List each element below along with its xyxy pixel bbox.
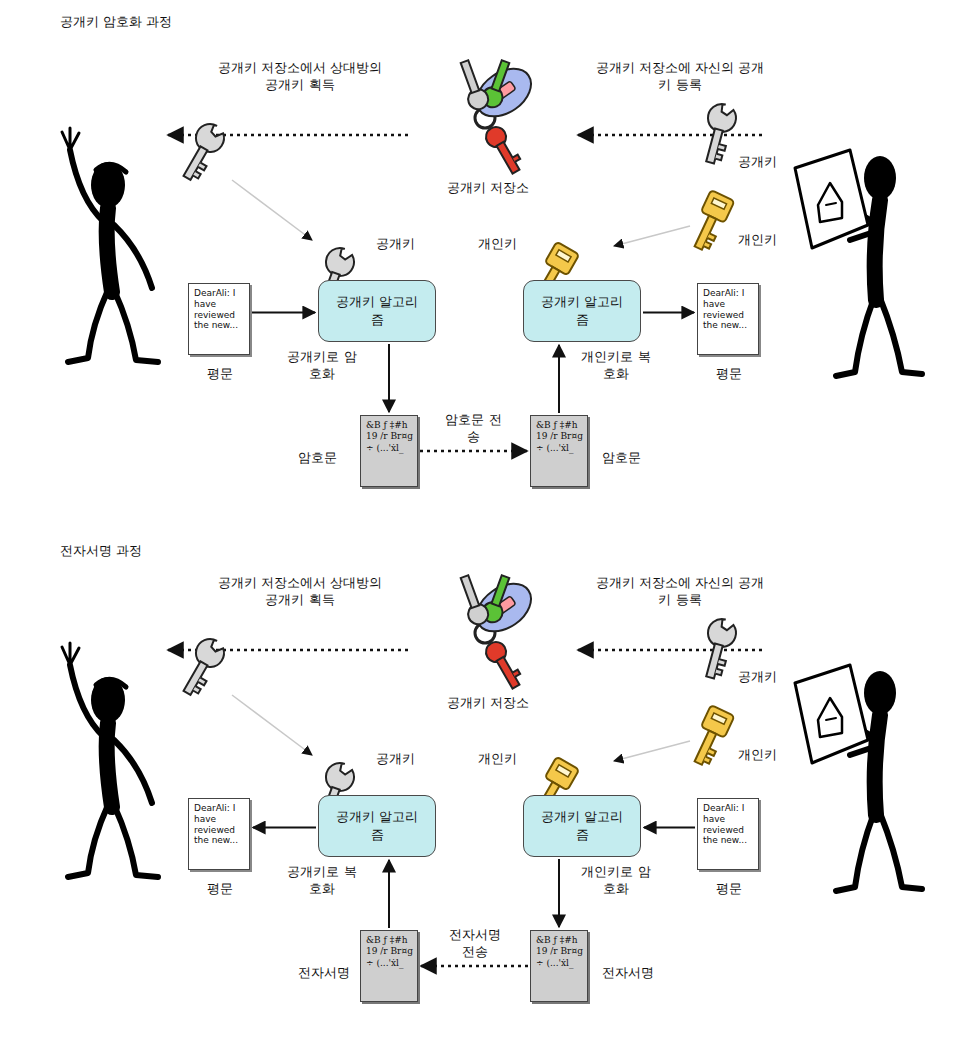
flow-arrow [388,860,390,928]
document-caption: 평문 [195,366,245,383]
key-label: 개인키 [478,751,517,768]
algorithm-box: 공개키 알고리즘 [318,280,436,342]
document-caption: 암호문 [602,450,641,467]
section-one-art [62,58,922,376]
key-label: 개인키 [738,232,777,249]
flow-arrow [643,312,694,314]
key-exchange [168,573,762,825]
document-caption: 평문 [704,881,754,898]
step-note: 공개키 저장소에서 상대방의 공개키 획득 [210,60,390,94]
node-text: &B ƒ ‡#h19 /r Br¤g ÷ (...'ẋl_ [536,935,583,969]
node-text: 공개키 알고리즘 [538,808,626,843]
ciphertext-document: &B ƒ ‡#h19 /r Br¤g ÷ (...'ẋl_ [360,415,418,487]
receiver-figure [795,150,922,376]
step-note: 공개키로 복호화 [286,864,358,898]
document-caption: 전자서명 [602,965,654,982]
flow-arrow [252,312,315,314]
algorithm-box: 공개키 알고리즘 [318,795,436,857]
node-text: DearAli: I have reviewed the new... [194,803,245,846]
store-label: 공개키 저장소 [428,695,548,712]
store-label: 공개키 저장소 [428,180,548,197]
ciphertext-document: &B ƒ ‡#h19 /r Br¤g ÷ (...'ẋl_ [360,930,418,1002]
step-note: 공개키 저장소에서 상대방의 공개키 획득 [210,575,390,609]
key-label: 공개키 [738,669,777,686]
flow-arrow [558,345,560,413]
node-text: 공개키 알고리즘 [333,293,421,328]
section-heading: 전자서명 과정 [60,543,142,560]
node-text: &B ƒ ‡#h19 /r Br¤g ÷ (...'ẋl_ [536,420,583,454]
flow-arrow [644,827,695,829]
flow-arrow [388,344,390,412]
plaintext-document: DearAli: I have reviewed the new... [188,283,250,355]
step-note: 공개키 저장소에 자신의 공개키 등록 [595,575,765,609]
flow-arrow [558,859,560,927]
plaintext-document: DearAli: I have reviewed the new... [697,798,759,870]
node-text: 공개키 알고리즘 [333,808,421,843]
ciphertext-document: &B ƒ ‡#h19 /r Br¤g ÷ (...'ẋl_ [530,930,588,1002]
document-caption: 평문 [195,881,245,898]
key-label: 공개키 [738,154,777,171]
transfer-arrow [420,450,527,453]
key-label: 공개키 [376,236,415,253]
document-caption: 암호문 [298,450,337,467]
key-label: 개인키 [738,747,777,764]
key-label: 공개키 [376,751,415,768]
ciphertext-document: &B ƒ ‡#h19 /r Br¤g ÷ (...'ẋl_ [530,415,588,487]
sender-figure [795,665,922,891]
step-note: 개인키로 복호화 [580,349,652,383]
transfer-arrow [421,965,528,968]
key-exchange [168,58,762,310]
step-note: 공개키로 암호화 [286,349,358,383]
transfer-label: 전자서명 전송 [443,927,507,961]
step-note: 공개키 저장소에 자신의 공개키 등록 [595,60,765,94]
algorithm-box: 공개키 알고리즘 [523,795,641,857]
node-text: 공개키 알고리즘 [538,293,626,328]
step-note: 개인키로 암호화 [580,864,652,898]
receiver-figure [62,643,158,877]
node-text: &B ƒ ‡#h19 /r Br¤g ÷ (...'ẋl_ [366,420,413,454]
document-caption: 전자서명 [298,965,350,982]
sender-figure [62,128,158,362]
transfer-label: 암호문 전송 [442,412,506,446]
document-caption: 평문 [704,366,754,383]
node-text: DearAli: I have reviewed the new... [703,803,754,846]
node-text: &B ƒ ‡#h19 /r Br¤g ÷ (...'ẋl_ [366,935,413,969]
algorithm-box: 공개키 알고리즘 [523,280,641,342]
key-label: 개인키 [478,236,517,253]
plaintext-document: DearAli: I have reviewed the new... [188,798,250,870]
node-text: DearAli: I have reviewed the new... [194,288,245,331]
section-heading: 공개키 암호화 과정 [60,14,172,31]
section-two-art [62,573,922,891]
node-text: DearAli: I have reviewed the new... [703,288,754,331]
plaintext-document: DearAli: I have reviewed the new... [697,283,759,355]
flow-arrow [253,827,316,829]
